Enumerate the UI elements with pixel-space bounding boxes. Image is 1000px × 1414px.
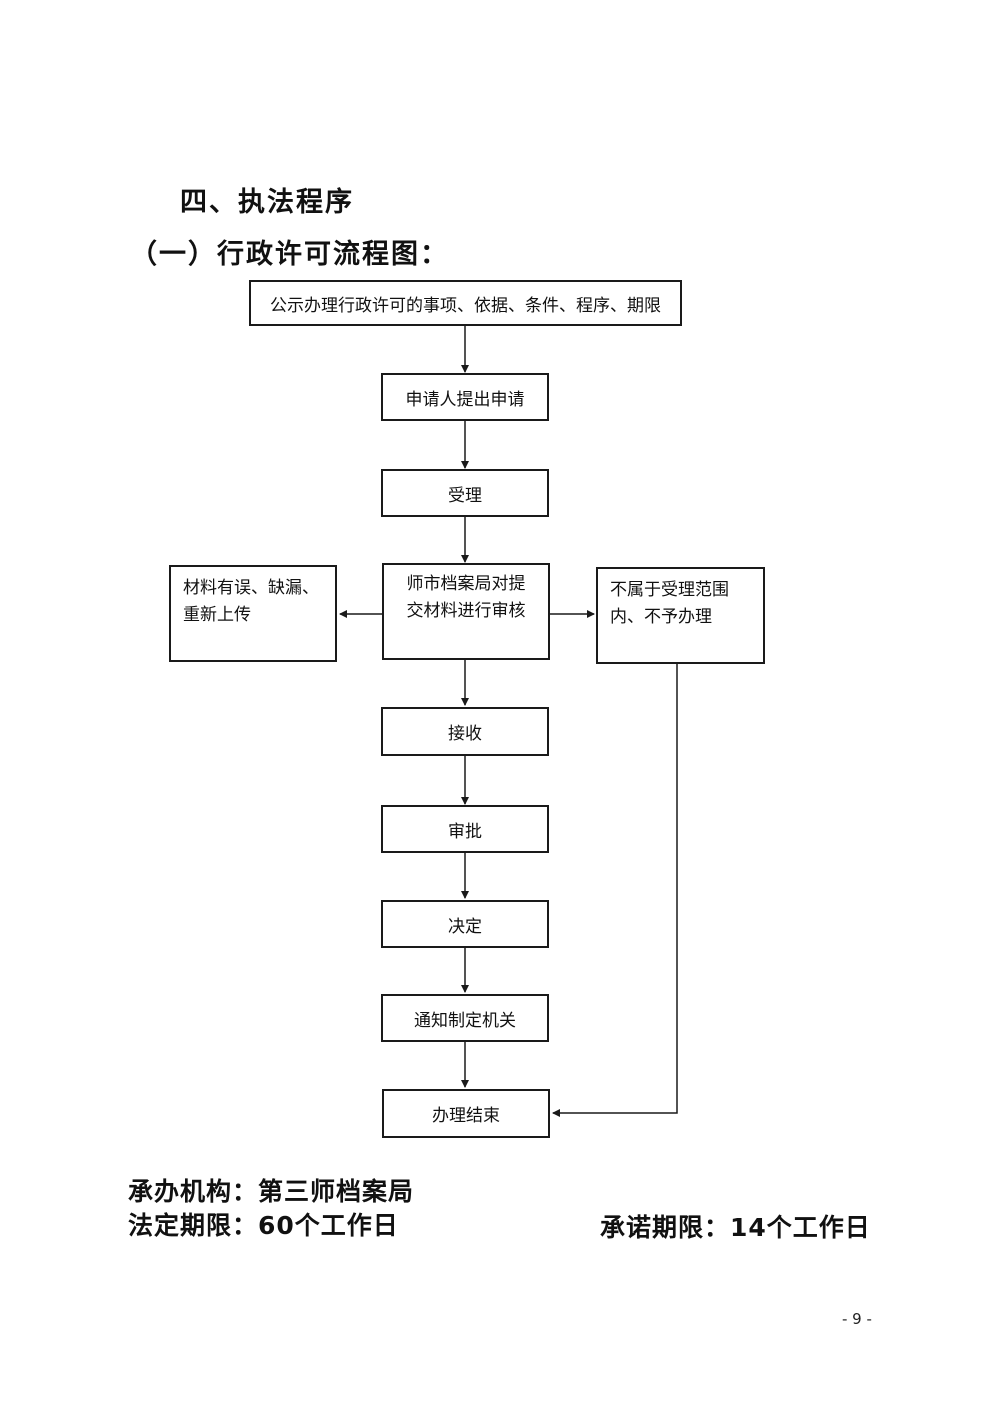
flow-box-review: 师市档案局对提 交材料进行审核 (382, 563, 550, 660)
organizer-label: 承办机构： (128, 1177, 259, 1206)
flow-box-review-line1: 师市档案局对提 (406, 574, 526, 594)
flow-box-decide: 决定 (381, 900, 549, 948)
organizer-line: 承办机构：第三师档案局 (128, 1172, 414, 1208)
flow-box-error-line2: 重新上传 (183, 605, 251, 625)
promised-deadline-label: 承诺期限： (600, 1213, 731, 1242)
arrow-reject-to-end (552, 663, 678, 1117)
flow-box-decide-text: 决定 (448, 916, 482, 937)
flow-box-accept-text: 受理 (448, 485, 482, 506)
flow-box-accept: 受理 (381, 469, 549, 517)
promised-deadline-line: 承诺期限：14个工作日 (600, 1208, 871, 1244)
flow-box-apply: 申请人提出申请 (381, 373, 549, 421)
flow-box-error: 材料有误、缺漏、 重新上传 (169, 565, 337, 662)
promised-deadline-value: 14个工作日 (730, 1213, 871, 1242)
page-number: - 9 - (842, 1310, 872, 1328)
flow-box-reject-line1: 不属于受理范围 (610, 580, 729, 600)
flow-box-approve-text: 审批 (448, 821, 482, 842)
flow-box-error-line1: 材料有误、缺漏、 (183, 578, 319, 598)
flow-box-receive-text: 接收 (448, 724, 482, 744)
flow-box-review-line2: 交材料进行审核 (406, 601, 526, 621)
flow-box-notify: 通知制定机关 (381, 994, 549, 1042)
flow-box-receive: 接收 (381, 707, 549, 756)
legal-deadline-line: 法定期限：60个工作日 (128, 1206, 399, 1242)
legal-deadline-value: 60个工作日 (258, 1211, 399, 1240)
flow-box-approve: 审批 (381, 805, 549, 853)
flow-box-reject: 不属于受理范围 内、不予办理 (596, 567, 765, 664)
flow-box-end-text: 办理结束 (432, 1106, 500, 1126)
flow-box-apply-text: 申请人提出申请 (405, 389, 525, 410)
section-heading: 四、执法程序 (180, 187, 354, 218)
flow-box-end: 办理结束 (382, 1089, 550, 1138)
organizer-value: 第三师档案局 (258, 1177, 415, 1206)
flow-box-reject-line2: 内、不予办理 (610, 607, 712, 627)
flow-box-publicize: 公示办理行政许可的事项、依据、条件、程序、期限 (249, 280, 682, 326)
subsection-heading: （一）行政许可流程图： (130, 239, 449, 270)
flow-box-publicize-text: 公示办理行政许可的事项、依据、条件、程序、期限 (270, 295, 661, 316)
flow-box-notify-text: 通知制定机关 (414, 1010, 516, 1031)
legal-deadline-label: 法定期限： (128, 1211, 259, 1240)
